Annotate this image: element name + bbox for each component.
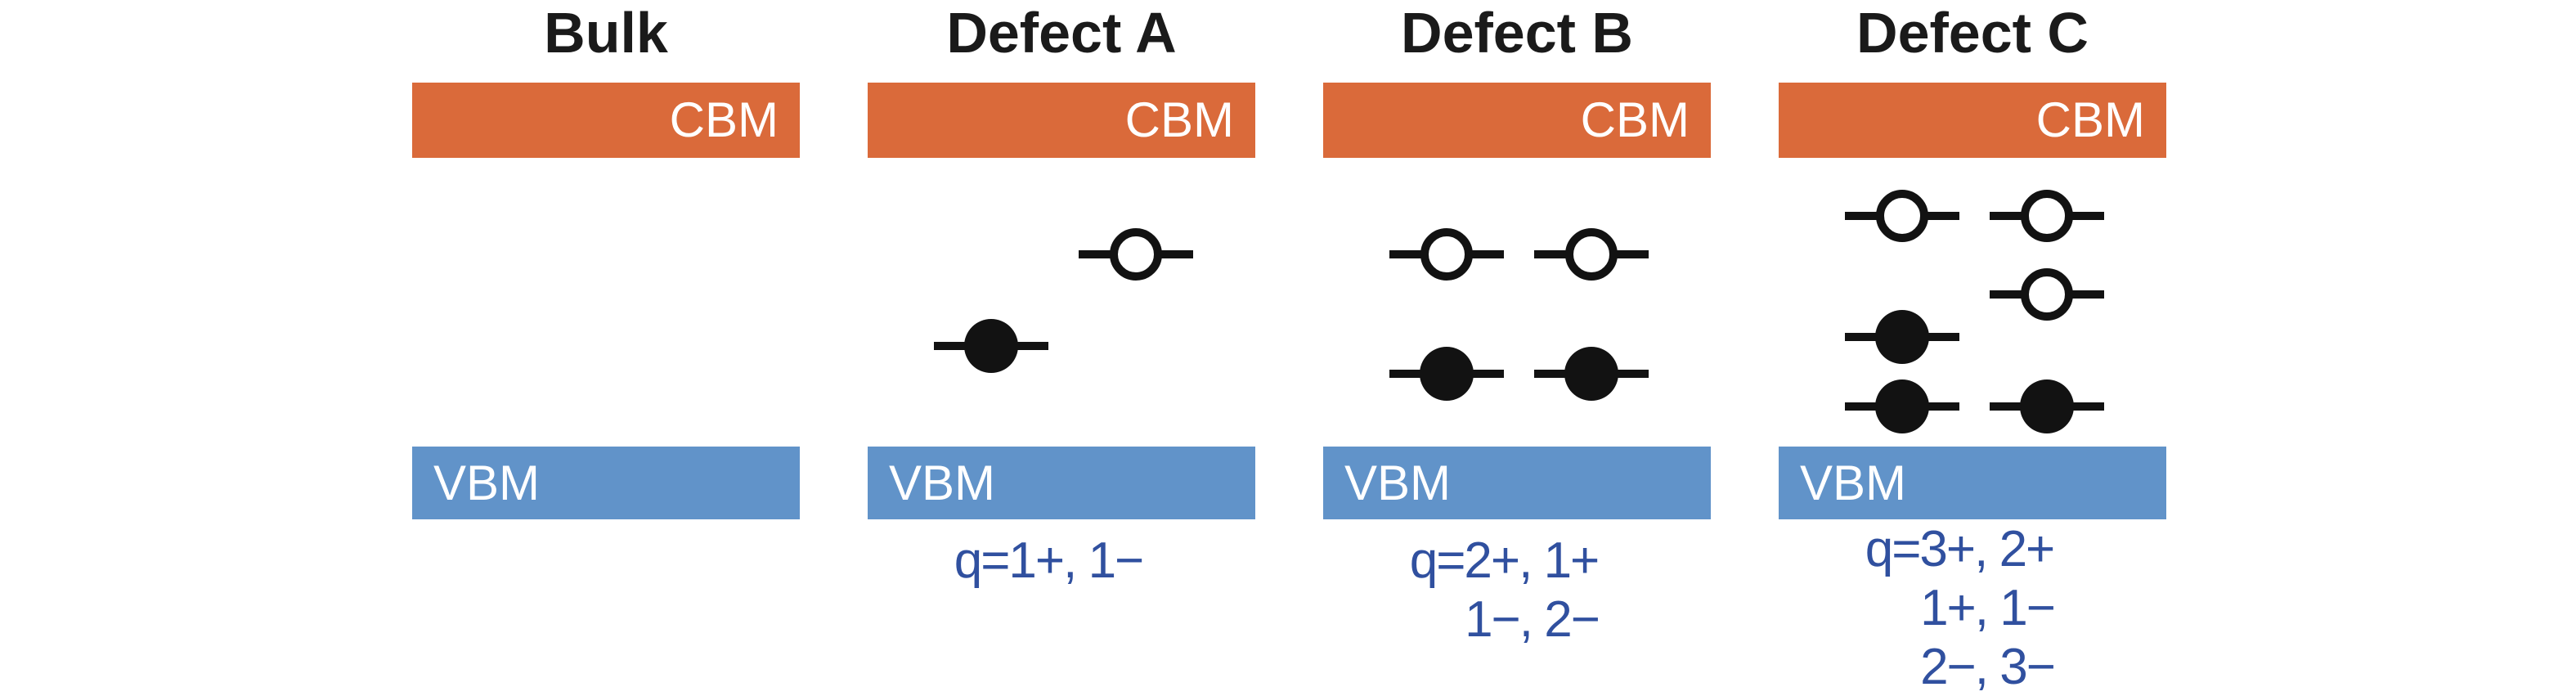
cbm-bar: CBM (1323, 83, 1711, 158)
charge-states-line: 1−, 2− (1465, 591, 1600, 648)
open-circle-icon (1420, 228, 1473, 281)
open-circle-icon (1876, 190, 1928, 242)
vbm-label: VBM (433, 455, 541, 510)
vbm-label: VBM (889, 455, 996, 510)
charge-states-line: q=1+, 1− (954, 532, 1145, 589)
vbm-label: VBM (1800, 455, 1907, 510)
filled-circle-icon (964, 319, 1018, 373)
filled-circle-icon (1875, 310, 1929, 364)
cbm-bar: CBM (412, 83, 800, 158)
charge-states-label: q=1+, 1− (868, 532, 1255, 590)
charge-states-line: 1+, 1− (1920, 580, 2056, 636)
panel-title-bulk: Bulk (544, 1, 668, 65)
vbm-bar: VBM (1779, 447, 2166, 519)
filled-circle-icon (1875, 379, 1929, 433)
cbm-bar: CBM (868, 83, 1255, 158)
filled-circle-icon (1564, 347, 1618, 401)
panel-defect-a: Defect A CBM VBM q=1+, 1− (868, 0, 1255, 696)
charge-states-line: q=3+, 2+ (1865, 521, 2056, 577)
open-circle-icon (2021, 268, 2073, 321)
panel-title-defect-c: Defect C (1856, 1, 2089, 65)
vbm-bar: VBM (412, 447, 800, 519)
panel-title-defect-a: Defect A (946, 1, 1177, 65)
open-circle-icon (2021, 190, 2073, 242)
open-circle-icon (1110, 228, 1162, 281)
vbm-bar: VBM (868, 447, 1255, 519)
panel-defect-b: Defect B CBM VBM q=2+, 1+1−, 2− (1323, 0, 1711, 696)
cbm-label: CBM (1124, 92, 1234, 147)
open-circle-icon (1565, 228, 1618, 281)
charge-states-label: q=3+, 2+1+, 1−2−, 3− (1779, 520, 2166, 696)
charge-states-line: q=2+, 1+ (1409, 532, 1600, 589)
vbm-bar: VBM (1323, 447, 1711, 519)
charge-states-line: 2−, 3− (1920, 639, 2056, 695)
cbm-bar: CBM (1779, 83, 2166, 158)
panel-title-defect-b: Defect B (1401, 1, 1633, 65)
charge-states-label: q=2+, 1+1−, 2− (1323, 532, 1711, 649)
cbm-label: CBM (2035, 92, 2145, 147)
vbm-label: VBM (1344, 455, 1452, 510)
panel-defect-c: Defect C CBM VBM q=3+, 2+1+, 1−2−, 3− (1779, 0, 2166, 696)
filled-circle-icon (1420, 347, 1474, 401)
cbm-label: CBM (1580, 92, 1690, 147)
cbm-label: CBM (669, 92, 779, 147)
filled-circle-icon (2020, 379, 2074, 433)
